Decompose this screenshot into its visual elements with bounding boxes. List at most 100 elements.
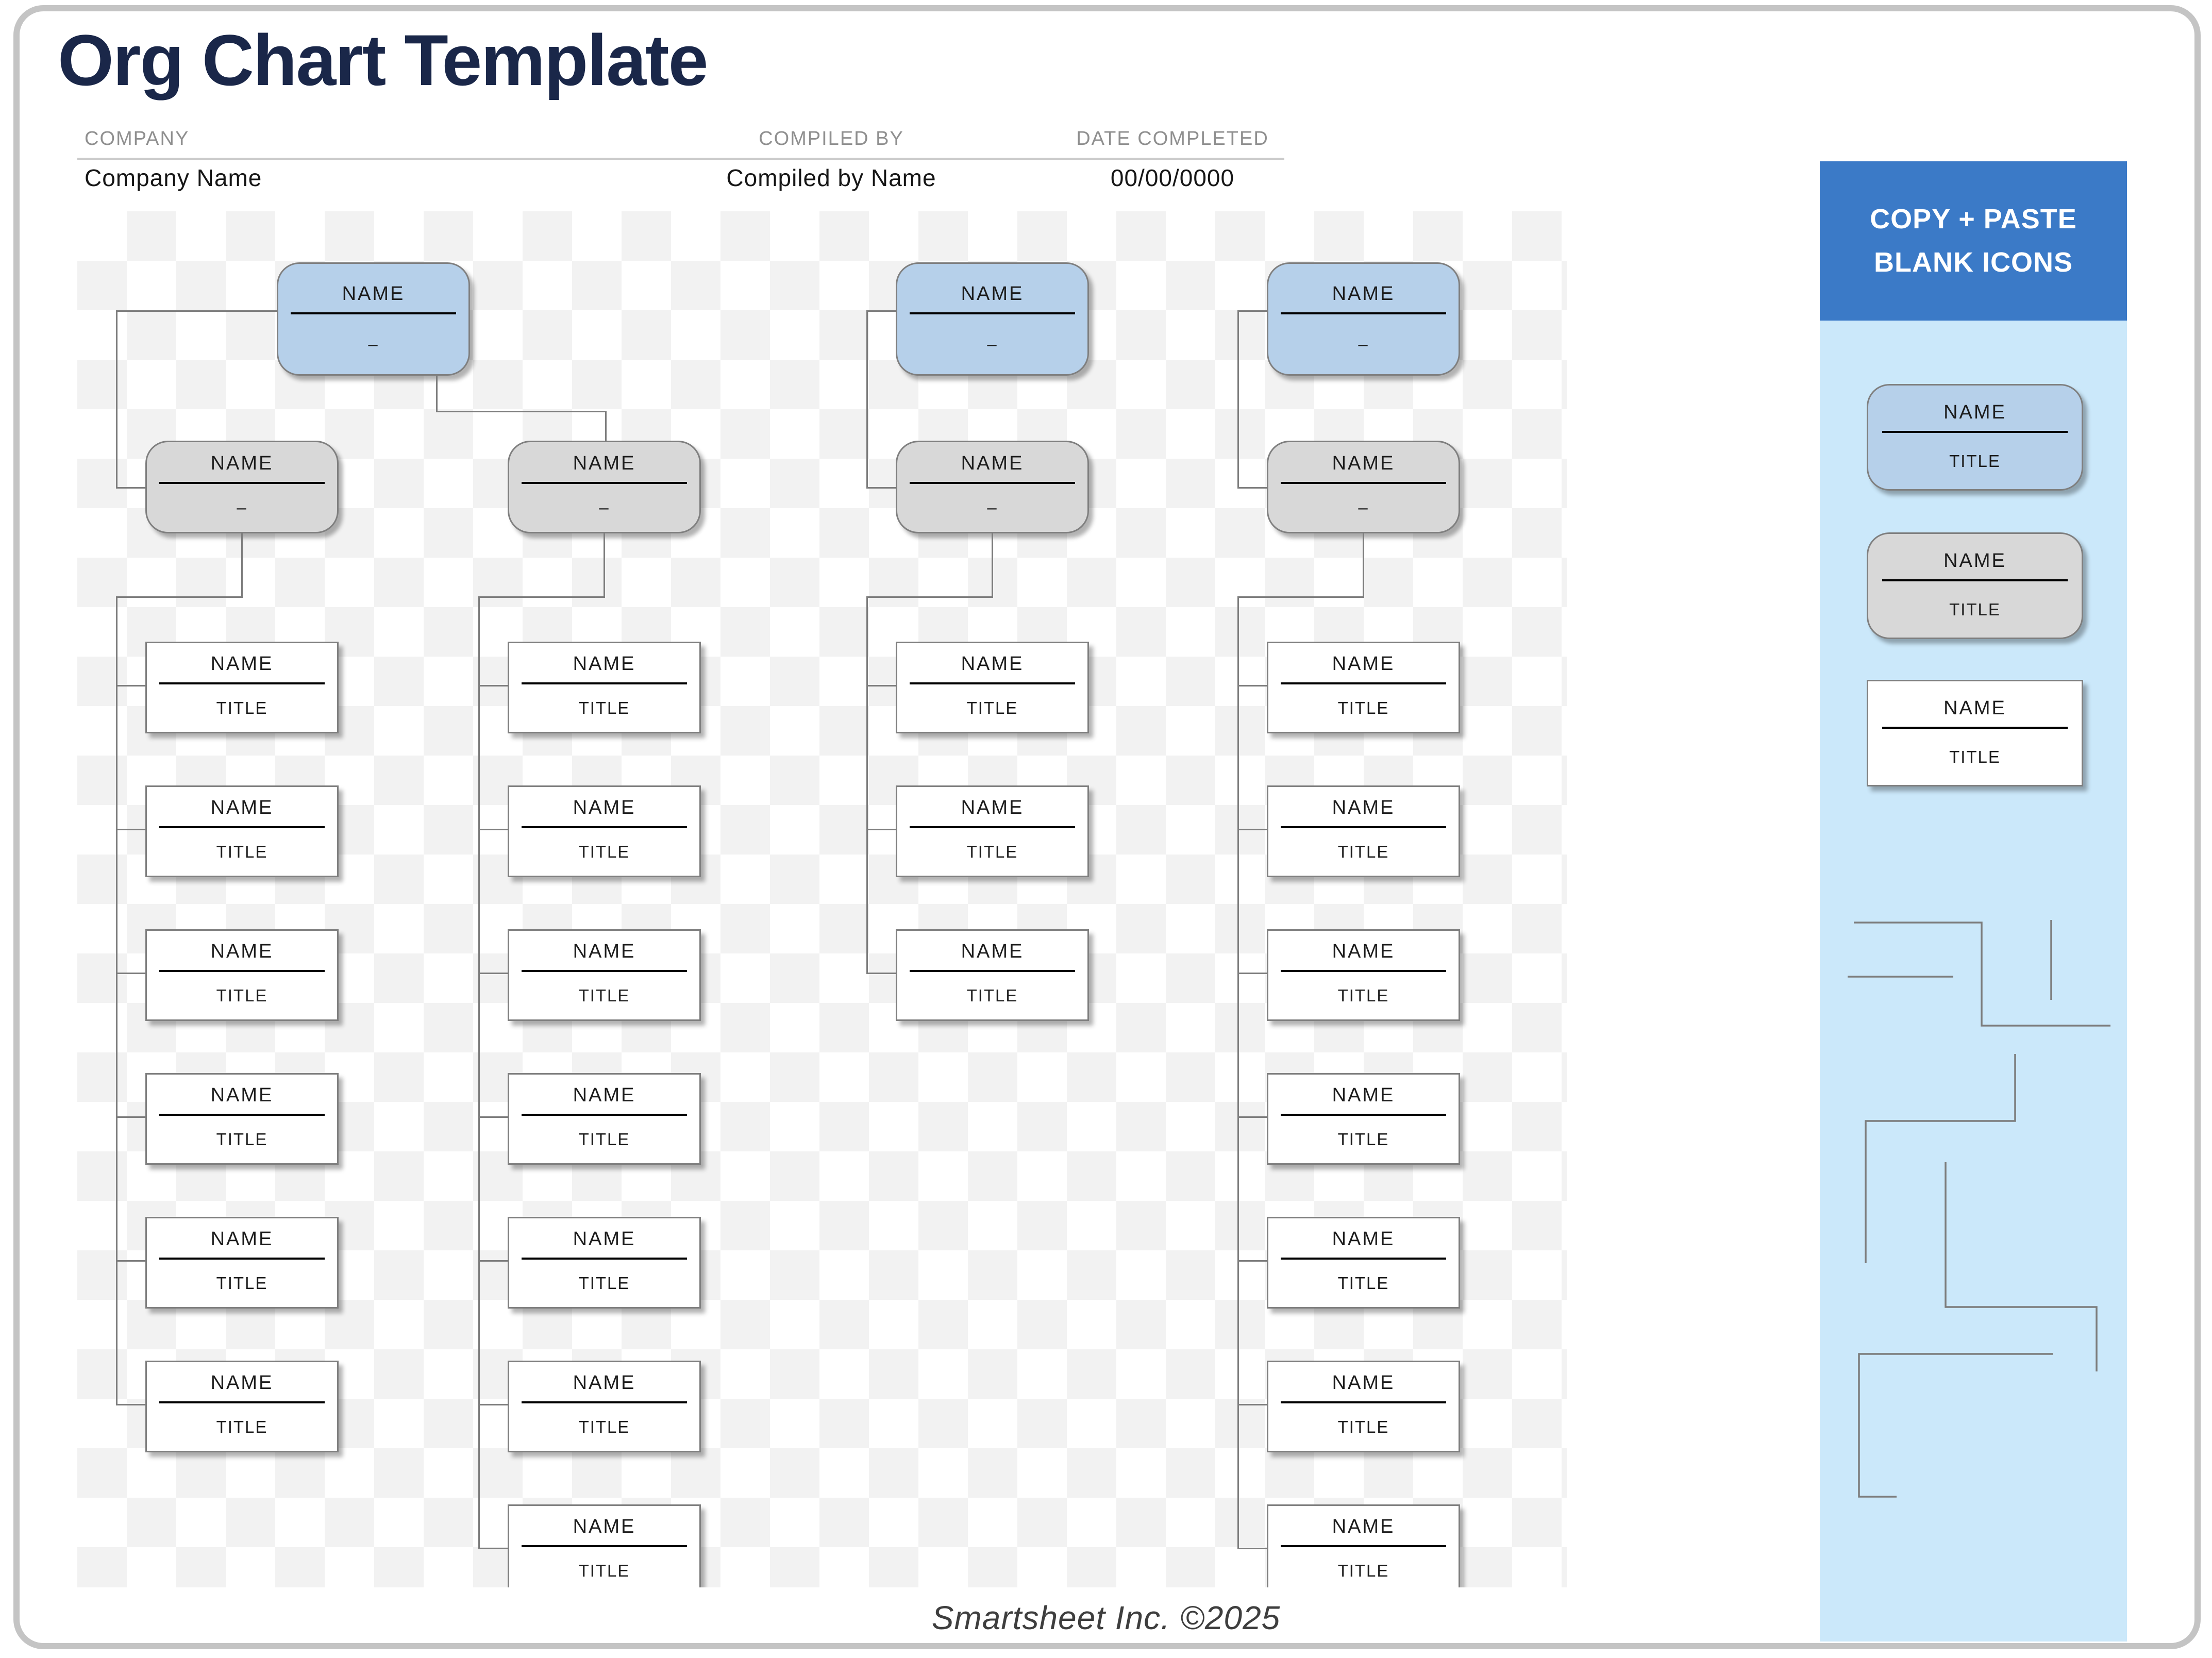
connector-line: [116, 1260, 145, 1262]
node-name-label: NAME: [1943, 697, 2006, 719]
node-divider: [909, 312, 1075, 315]
connector-line: [992, 533, 993, 596]
company-label: COMPANY: [85, 128, 190, 149]
node-divider: [159, 1113, 325, 1116]
node-name-label: NAME: [961, 940, 1024, 962]
date-completed-label: DATE COMPLETED: [1076, 128, 1269, 149]
bracket-connector-icon[interactable]: [1858, 1353, 2053, 1498]
node-name-label: NAME: [1332, 796, 1395, 818]
node-name-label: NAME: [1332, 283, 1395, 305]
node-divider: [521, 682, 687, 684]
node-name-label: NAME: [573, 452, 636, 474]
connector-line: [604, 533, 605, 596]
node-name-label: NAME: [1332, 1084, 1395, 1106]
connector-line: [1363, 533, 1364, 596]
node-sub-label: –: [1358, 334, 1369, 354]
date-completed-value[interactable]: 00/00/0000: [1110, 164, 1235, 191]
connector-line: [478, 829, 508, 830]
node-name-label: NAME: [210, 1084, 274, 1106]
blank-executive-node[interactable]: NAME TITLE: [1867, 384, 2083, 491]
connector-line: [241, 533, 243, 596]
node-divider: [1280, 1257, 1446, 1260]
connector-line: [116, 1116, 145, 1118]
node-divider: [1882, 579, 2068, 582]
org-node-manager[interactable]: NAME–: [896, 441, 1089, 533]
connector-line: [866, 487, 896, 489]
blank-manager-node[interactable]: NAME TITLE: [1867, 532, 2083, 639]
compiled-by-value[interactable]: Compiled by Name: [726, 164, 936, 191]
node-sub-label: TITLE: [1337, 1273, 1389, 1293]
node-divider: [159, 1257, 325, 1260]
org-node-executive[interactable]: NAME –: [1267, 262, 1460, 376]
node-sub-label: TITLE: [578, 842, 630, 861]
compiled-by-label: COMPILED BY: [759, 128, 904, 149]
connector-line: [116, 596, 118, 1405]
node-divider: [1280, 312, 1446, 315]
connector-line: [478, 1548, 508, 1549]
step-connector-icon[interactable]: [1865, 1054, 2016, 1263]
node-divider: [1280, 481, 1446, 484]
connector-line: [478, 1260, 508, 1262]
step-connector-icon[interactable]: [1945, 1162, 2098, 1371]
org-node-manager[interactable]: NAME–: [1267, 441, 1460, 533]
node-name-label: NAME: [573, 1084, 636, 1106]
org-chart-canvas: NAME – NAME – NAME TITLE NAME TITLE NAME TITLE NAM…: [77, 211, 1567, 1587]
connector-line: [1237, 310, 1239, 489]
org-node-manager[interactable]: NAME–: [145, 441, 339, 533]
node-sub-label: TITLE: [578, 1273, 630, 1293]
node-sub-label: –: [237, 498, 247, 517]
connector-line: [478, 685, 508, 686]
node-divider: [159, 969, 325, 972]
connector-line: [436, 376, 438, 411]
node-name-label: NAME: [573, 652, 636, 675]
node-sub-label: –: [599, 498, 610, 517]
org-node-manager[interactable]: NAME –: [508, 441, 701, 533]
node-divider: [521, 826, 687, 828]
org-node-executive[interactable]: NAME–: [277, 262, 470, 376]
node-name-label: NAME: [1332, 1228, 1395, 1250]
blank-staff-node[interactable]: NAME TITLE: [1867, 680, 2083, 786]
node-divider: [1280, 969, 1446, 972]
step-connector-icon[interactable]: [1854, 922, 2110, 1027]
node-name-label: NAME: [1332, 940, 1395, 962]
sidebar-panel: NAME TITLE NAME TITLE NAME TITLE: [1820, 321, 2127, 1642]
node-divider: [1882, 727, 2068, 729]
org-node-staff[interactable]: NAME TITLE: [1267, 1217, 1460, 1309]
sidebar-heading-line2: BLANK ICONS: [1874, 246, 2073, 278]
node-divider: [1280, 682, 1446, 684]
connector-line: [1237, 487, 1267, 489]
node-name-label: NAME: [573, 1228, 636, 1250]
node-divider: [909, 826, 1075, 828]
header-field-date-completed: DATE COMPLETED 00/00/0000: [1018, 129, 1327, 206]
connector-line: [436, 411, 607, 412]
org-node-executive[interactable]: NAME–: [896, 262, 1089, 376]
node-title-label: TITLE: [1949, 747, 2001, 766]
node-sub-label: TITLE: [578, 1417, 630, 1436]
org-node-staff[interactable]: NAME TITLE: [508, 1217, 701, 1309]
company-value[interactable]: Company Name: [85, 164, 262, 191]
connector-line: [1237, 973, 1267, 974]
connector-line: [866, 310, 896, 312]
sidebar-header: COPY + PASTE BLANK ICONS: [1820, 161, 2127, 321]
